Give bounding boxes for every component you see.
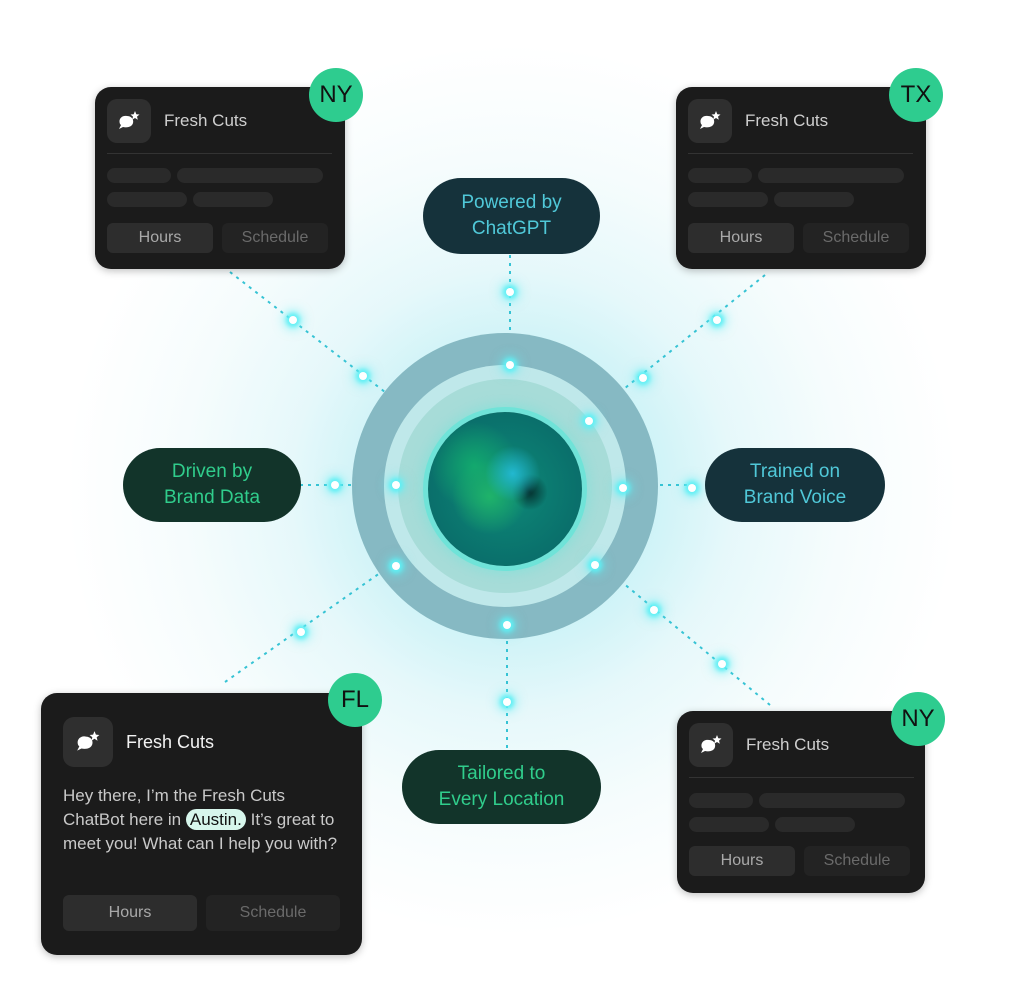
divider <box>689 777 914 778</box>
connector-node <box>503 698 511 706</box>
message-text: Hey there, I’m the Fresh Cuts ChatBot he… <box>63 786 286 829</box>
location-card-fl-chat: Fresh Cuts Hey there, I’m the Fresh Cuts… <box>41 693 362 955</box>
chat-sparkle-icon <box>63 717 113 767</box>
connector-node <box>591 561 599 569</box>
pill-line: Trained on <box>749 461 841 482</box>
placeholder-line <box>758 168 904 183</box>
connector-node <box>718 660 726 668</box>
ai-orb <box>428 412 582 566</box>
pill-line: Powered by <box>461 192 562 213</box>
schedule-button[interactable]: Schedule <box>206 895 340 931</box>
connector-node <box>289 316 297 324</box>
card-header: Fresh Cuts <box>689 723 829 767</box>
card-header: Fresh Cuts <box>688 99 828 143</box>
schedule-button[interactable]: Schedule <box>222 223 328 253</box>
pill-line: ChatGPT <box>471 218 552 239</box>
placeholder-line <box>689 817 769 832</box>
connector-node <box>297 628 305 636</box>
schedule-button[interactable]: Schedule <box>803 223 909 253</box>
connector-node <box>688 484 696 492</box>
placeholder-line <box>774 192 854 207</box>
connector-node <box>585 417 593 425</box>
chat-message: Hey there, I’m the Fresh Cuts ChatBot he… <box>63 784 348 856</box>
connector-node <box>650 606 658 614</box>
connector-node <box>331 481 339 489</box>
connector-node <box>359 372 367 380</box>
connector-node <box>392 562 400 570</box>
connector-node <box>619 484 627 492</box>
pill-line: Brand Data <box>163 487 261 508</box>
location-highlight: Austin. <box>185 809 246 830</box>
brand-name: Fresh Cuts <box>745 111 829 130</box>
hours-button[interactable]: Hours <box>688 223 794 253</box>
state-badge-ny: NY <box>891 692 945 746</box>
pill-trained-on-brand-voice: Trained on Brand Voice <box>705 448 885 522</box>
connector-node <box>392 481 400 489</box>
brand-name: Fresh Cuts <box>126 731 215 752</box>
card-header: Fresh Cuts <box>107 99 247 143</box>
state-badge-fl: FL <box>328 673 382 727</box>
connector-node <box>713 316 721 324</box>
placeholder-line <box>107 192 187 207</box>
chat-sparkle-icon <box>688 99 732 143</box>
connector-node <box>506 361 514 369</box>
placeholder-line <box>775 817 855 832</box>
divider <box>688 153 913 154</box>
schedule-button[interactable]: Schedule <box>804 846 910 876</box>
message-text: It’s great to meet you! What can I help … <box>63 810 338 853</box>
brand-name: Fresh Cuts <box>746 735 830 754</box>
state-badge-ny: NY <box>309 68 363 122</box>
placeholder-line <box>107 168 171 183</box>
divider <box>107 153 332 154</box>
placeholder-line <box>193 192 273 207</box>
hours-button[interactable]: Hours <box>107 223 213 253</box>
state-badge-tx: TX <box>889 68 943 122</box>
pill-line: Driven by <box>171 461 253 482</box>
location-card-tx: Fresh Cuts Hours Schedule <box>676 87 926 269</box>
pill-driven-by-brand-data: Driven by Brand Data <box>123 448 301 522</box>
brand-name: Fresh Cuts <box>164 111 248 130</box>
placeholder-line <box>688 192 768 207</box>
location-card-ny-bottom: Fresh Cuts Hours Schedule <box>677 711 925 893</box>
pill-line: Every Location <box>438 789 565 810</box>
placeholder-line <box>759 793 905 808</box>
pill-powered-by-chatgpt: Powered by ChatGPT <box>423 178 600 254</box>
pill-tailored-to-every-location: Tailored to Every Location <box>402 750 601 824</box>
hours-button[interactable]: Hours <box>689 846 795 876</box>
chat-sparkle-icon <box>107 99 151 143</box>
connector-node <box>503 621 511 629</box>
connector-node <box>639 374 647 382</box>
location-card-ny-top: Fresh Cuts Hours Schedule <box>95 87 345 269</box>
hours-button[interactable]: Hours <box>63 895 197 931</box>
placeholder-line <box>689 793 753 808</box>
pill-line: Brand Voice <box>743 487 847 508</box>
chat-sparkle-icon <box>689 723 733 767</box>
connector-node <box>506 288 514 296</box>
card-header: Fresh Cuts <box>63 717 214 767</box>
placeholder-line <box>177 168 323 183</box>
placeholder-line <box>688 168 752 183</box>
pill-line: Tailored to <box>457 763 546 784</box>
